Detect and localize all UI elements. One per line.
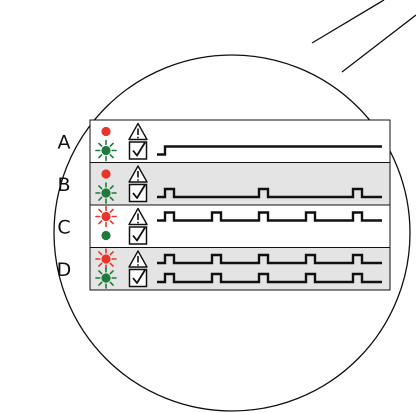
green-led-icon — [101, 230, 111, 241]
warning-triangle-icon — [128, 165, 148, 183]
warning-signal-trace — [157, 211, 382, 222]
checkbox-icon — [128, 183, 148, 203]
check-signal-trace — [157, 187, 382, 199]
check-signal-trace — [157, 145, 382, 156]
check-signal-trace — [157, 272, 382, 284]
row-label: A — [58, 131, 71, 153]
red-led-icon — [95, 205, 117, 228]
warning-triangle-icon — [128, 250, 148, 268]
green-led-icon — [95, 139, 117, 162]
row-label: B — [57, 174, 70, 196]
green-led-icon — [95, 267, 117, 289]
magnifier-handle — [311, 0, 416, 73]
red-led-icon — [95, 248, 117, 270]
row-label: D — [57, 259, 72, 281]
red-led-icon — [101, 126, 111, 137]
warning-triangle-icon — [128, 122, 148, 141]
checkbox-icon — [128, 268, 148, 288]
checkbox-icon — [128, 141, 148, 160]
warning-triangle-icon — [128, 207, 148, 226]
red-led-icon — [101, 169, 111, 179]
green-led-icon — [95, 182, 117, 204]
checkbox-icon — [128, 226, 148, 245]
warning-signal-trace — [157, 253, 382, 265]
row-label: C — [57, 216, 70, 238]
